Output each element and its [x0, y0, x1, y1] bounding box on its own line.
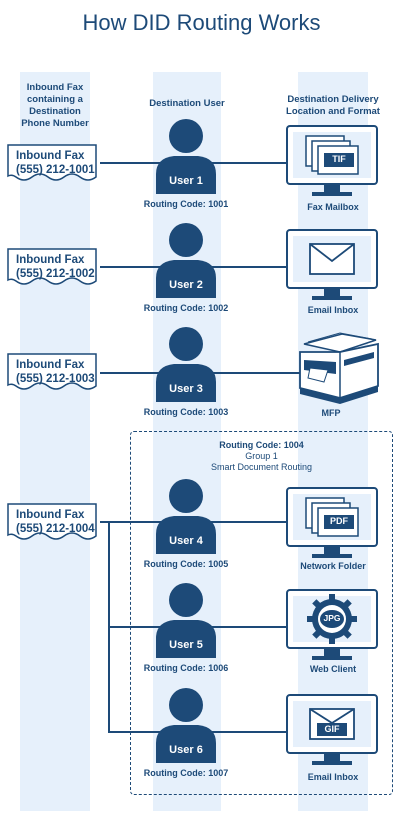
user-icon: User 1	[154, 118, 226, 194]
mfp-printer-icon	[294, 330, 390, 409]
destination-label: Email Inbox	[307, 305, 359, 315]
file-format-label: TIF	[332, 154, 346, 164]
pdf-files-icon: PDF	[284, 486, 380, 567]
routing-code: Routing Code: 1007	[143, 768, 229, 778]
group-description: Smart Document Routing	[210, 462, 313, 472]
routing-code: Routing Code: 1003	[143, 407, 229, 417]
user-column-bg	[153, 72, 221, 811]
tif-files-icon: TIF	[284, 124, 380, 205]
file-format-label: JPG	[323, 613, 341, 623]
routing-code: Routing Code: 1001	[143, 199, 229, 209]
envelope-icon: GIF	[284, 693, 380, 774]
page-title: How DID Routing Works	[82, 10, 321, 35]
user-icon: User 4	[154, 478, 226, 554]
inbound-fax-1: Inbound Fax(555) 212-1001	[4, 143, 100, 183]
user-icon: User 3	[154, 326, 226, 402]
destination-label: Network Folder	[300, 561, 366, 571]
routing-code: Routing Code: 1006	[143, 663, 229, 673]
destination-label: Web Client	[309, 664, 357, 674]
inbound-fax-3: Inbound Fax(555) 212-1003	[4, 352, 100, 392]
group-routing-code: Routing Code: 1004	[219, 440, 304, 450]
user-icon: User 6	[154, 687, 226, 763]
globe-gear-icon: JPG	[284, 588, 380, 669]
group-box	[130, 431, 393, 795]
file-format-label: GIF	[324, 724, 340, 734]
destination-label: Email Inbox	[307, 772, 359, 782]
inbound-column-bg	[20, 72, 90, 811]
inbound-fax-4: Inbound Fax(555) 212-1004	[4, 502, 100, 542]
routing-code: Routing Code: 1002	[143, 303, 229, 313]
destination-label: Fax Mailbox	[307, 202, 359, 212]
routing-code: Routing Code: 1005	[143, 559, 229, 569]
user-icon: User 2	[154, 222, 226, 298]
inbound-fax-2: Inbound Fax(555) 212-1002	[4, 247, 100, 287]
user-icon: User 5	[154, 582, 226, 658]
destination-label: MFP	[321, 408, 341, 418]
file-format-label: PDF	[330, 516, 348, 526]
envelope-icon	[284, 228, 380, 309]
user-column-header: Destination User	[149, 98, 225, 109]
group-name: Group 1	[245, 451, 278, 461]
